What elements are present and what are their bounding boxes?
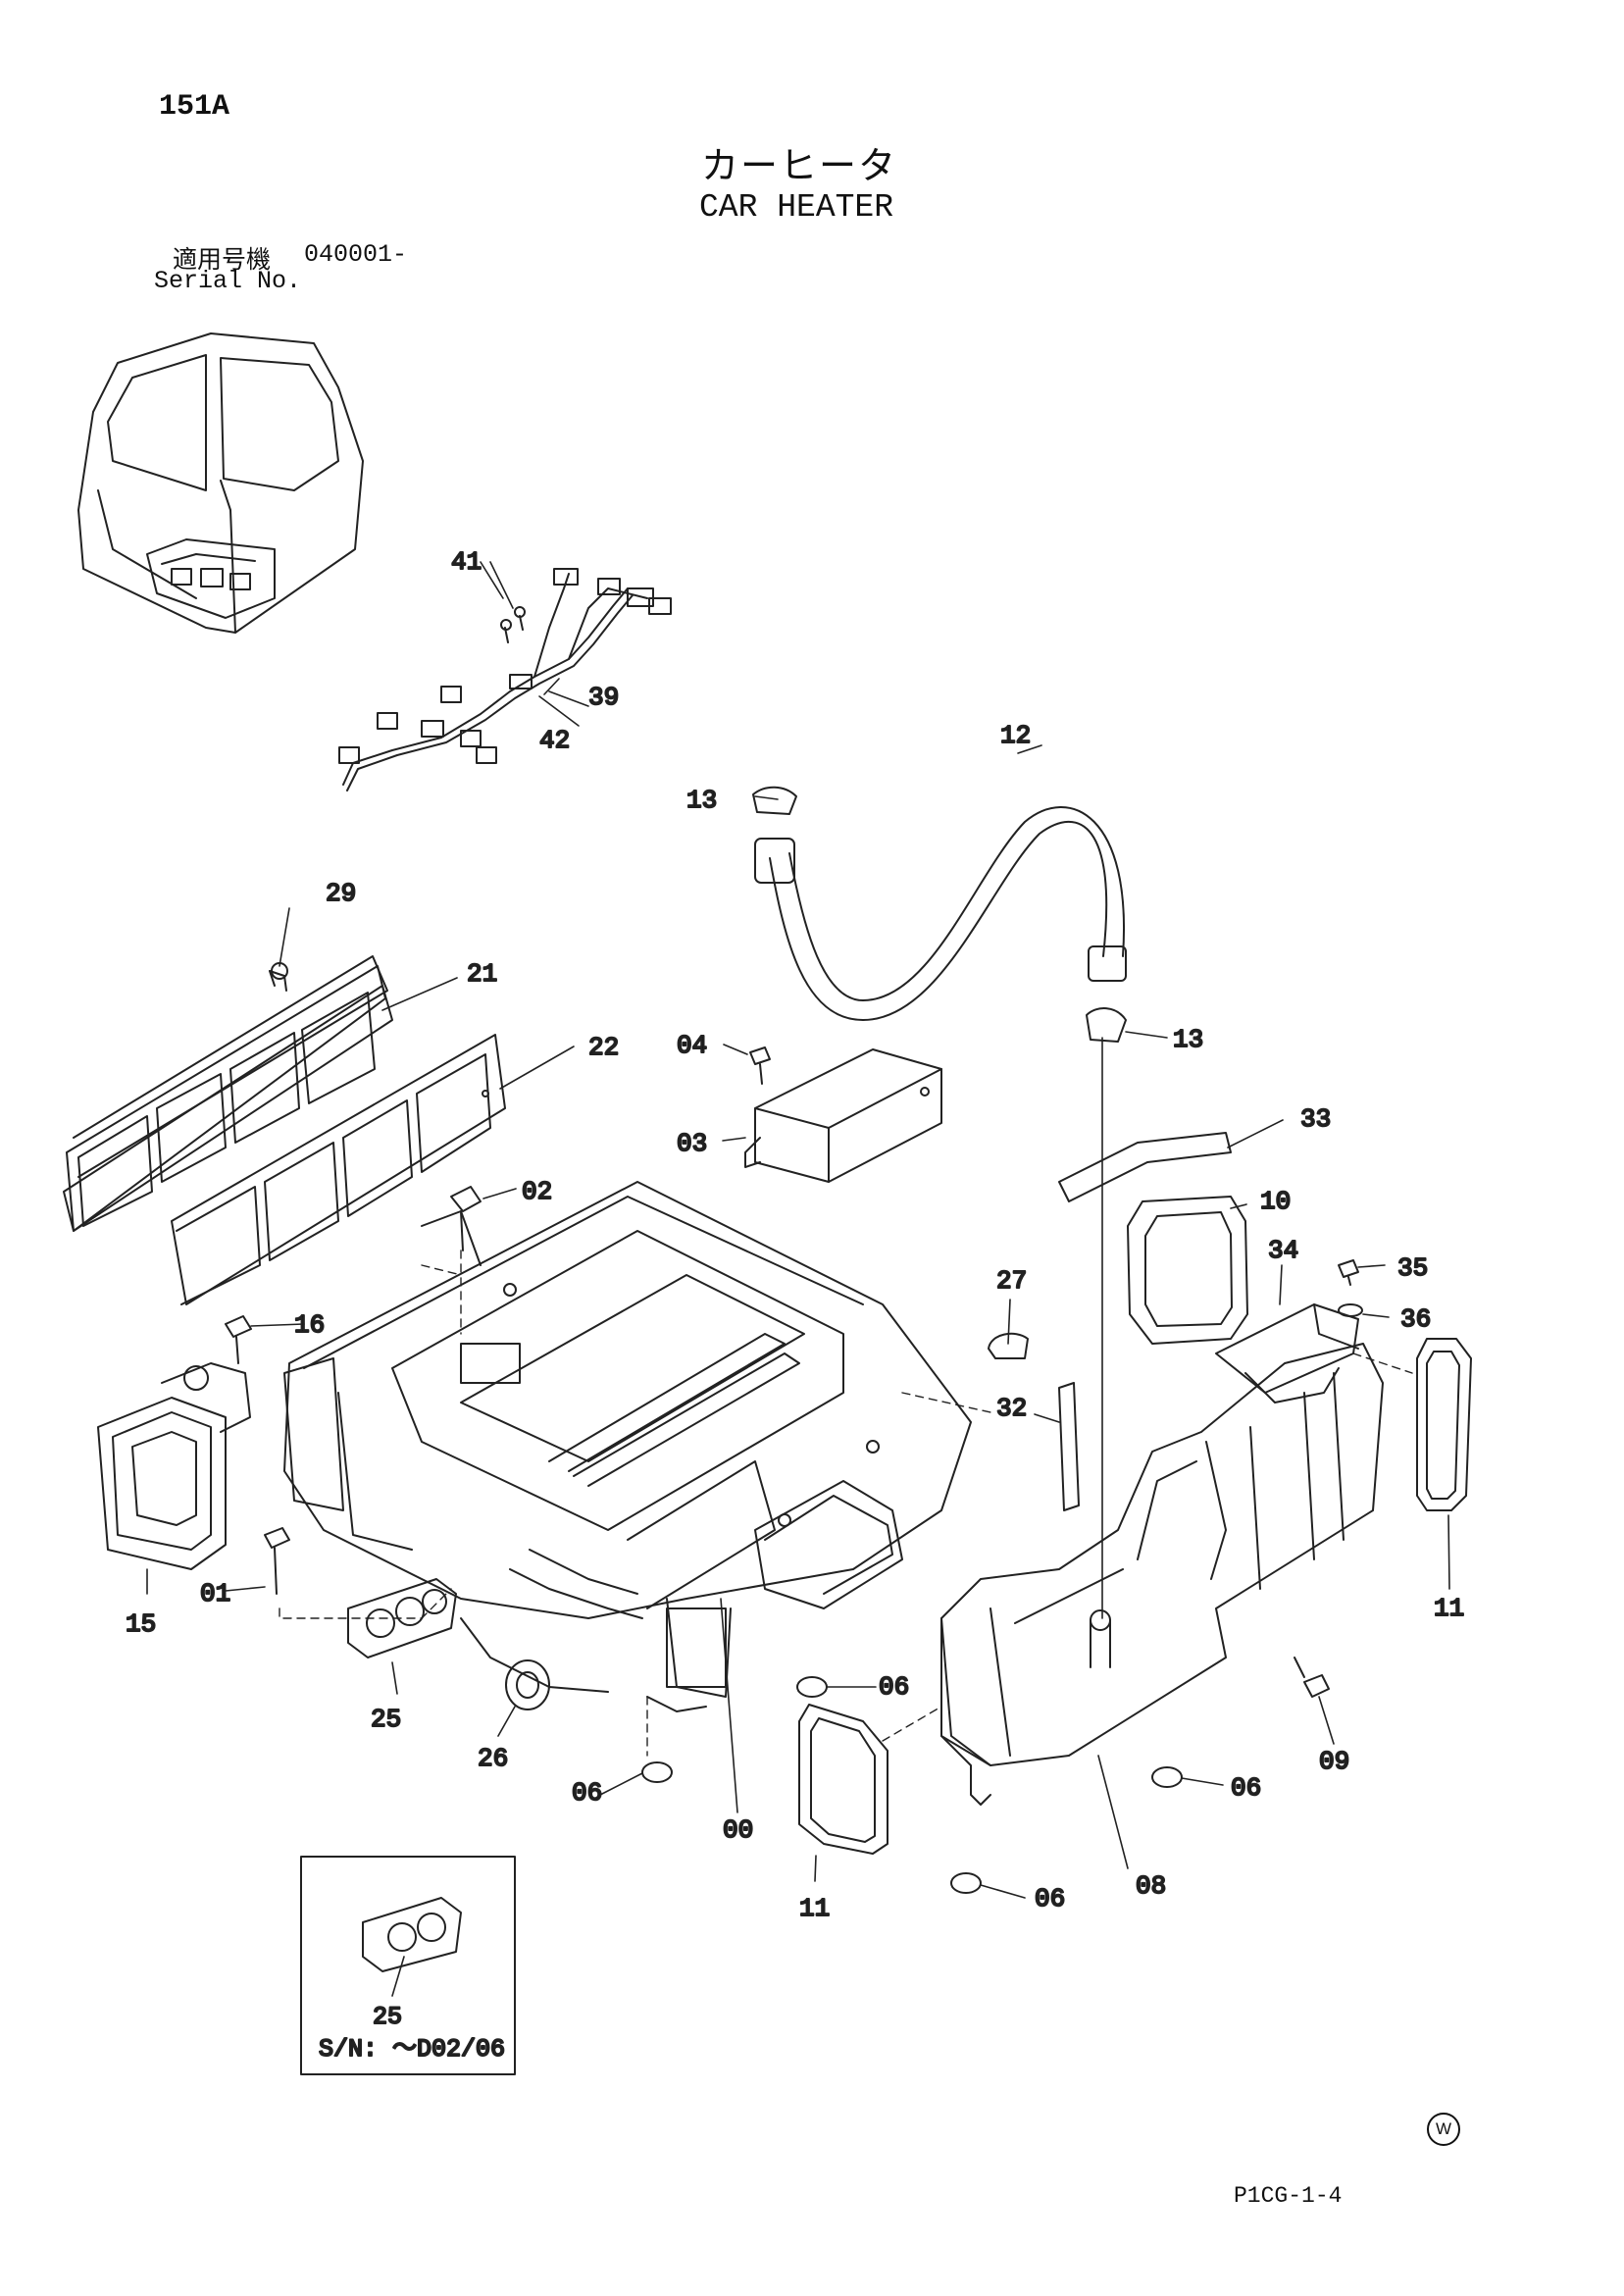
gasket-11-right [1416, 1338, 1472, 1511]
air-filter [63, 955, 393, 1232]
callout-13-top: 13 [686, 786, 717, 815]
callout-10: 10 [1260, 1187, 1291, 1216]
cab-illustration [77, 332, 364, 634]
page-code: 151A [159, 90, 230, 124]
blower-motor [97, 1362, 251, 1570]
serial-label-japanese: 適用号機 [173, 245, 272, 274]
callout-15: 15 [126, 1609, 156, 1639]
plate-33 [1058, 1132, 1232, 1202]
filter-cover [171, 1034, 506, 1305]
clip-27 [988, 1332, 1029, 1359]
callout-01: 01 [200, 1579, 230, 1608]
callout-06-bottom: 06 [1035, 1884, 1065, 1913]
control-box [744, 1048, 942, 1183]
callout-13-bottom: 13 [1173, 1025, 1203, 1054]
duct-gasket-10 [1127, 1196, 1248, 1345]
callout-36: 36 [1400, 1304, 1431, 1334]
callout-21: 21 [467, 959, 497, 989]
callout-04: 04 [677, 1031, 707, 1060]
callout-22: 22 [588, 1033, 619, 1062]
callout-06-left: 06 [572, 1778, 602, 1808]
grommet-plug-25 [347, 1578, 457, 1658]
title-japanese: カーヒータ [701, 144, 898, 187]
heater-unit [283, 1181, 972, 1712]
strip-32 [1058, 1382, 1080, 1511]
callout-06-right: 06 [1231, 1773, 1261, 1803]
heater-hose [752, 786, 1127, 1043]
callout-34: 34 [1268, 1236, 1298, 1265]
callout-12: 12 [1000, 721, 1031, 750]
callout-06-center: 06 [879, 1672, 909, 1702]
callout-02: 02 [522, 1177, 552, 1206]
screws [225, 970, 1363, 1698]
title-english: CAR HEATER [699, 189, 894, 226]
grommets-06 [641, 1676, 1183, 1894]
callout-33: 33 [1300, 1104, 1331, 1134]
inset-callout-25: 25 [373, 2003, 402, 2031]
bracket-34 [1215, 1303, 1359, 1394]
callout-16: 16 [294, 1310, 325, 1340]
w-circle-mark: W [1427, 2113, 1460, 2146]
callout-09: 09 [1319, 1747, 1349, 1776]
callout-29: 29 [326, 879, 356, 908]
inset-serial-note: S/N: ～D02/06 [319, 2035, 505, 2064]
callout-35: 35 [1397, 1253, 1428, 1283]
callout-26: 26 [478, 1744, 508, 1773]
serial-value: 040001- [304, 240, 408, 269]
callout-39: 39 [588, 683, 619, 712]
leader-lines [146, 561, 1450, 1899]
callout-32: 32 [996, 1394, 1027, 1423]
serial-label-english: Serial No. [154, 267, 302, 295]
callout-00: 00 [723, 1815, 753, 1845]
gasket-11-left [798, 1704, 888, 1855]
grommet-26 [505, 1659, 550, 1710]
serial-inset-box [300, 1856, 516, 2075]
callout-25: 25 [371, 1705, 401, 1734]
callout-41: 41 [451, 547, 482, 577]
callout-11-right: 11 [1434, 1594, 1464, 1623]
callout-42: 42 [539, 726, 570, 755]
air-duct [940, 1343, 1384, 1806]
callout-11-left: 11 [799, 1894, 830, 1923]
callout-08: 08 [1136, 1871, 1166, 1901]
callout-27: 27 [996, 1266, 1027, 1296]
footer-code: P1CG-1-4 [1234, 2183, 1343, 2209]
dashed-guides [279, 1250, 1413, 1757]
wire-harness [338, 568, 672, 791]
callout-03: 03 [677, 1129, 707, 1158]
